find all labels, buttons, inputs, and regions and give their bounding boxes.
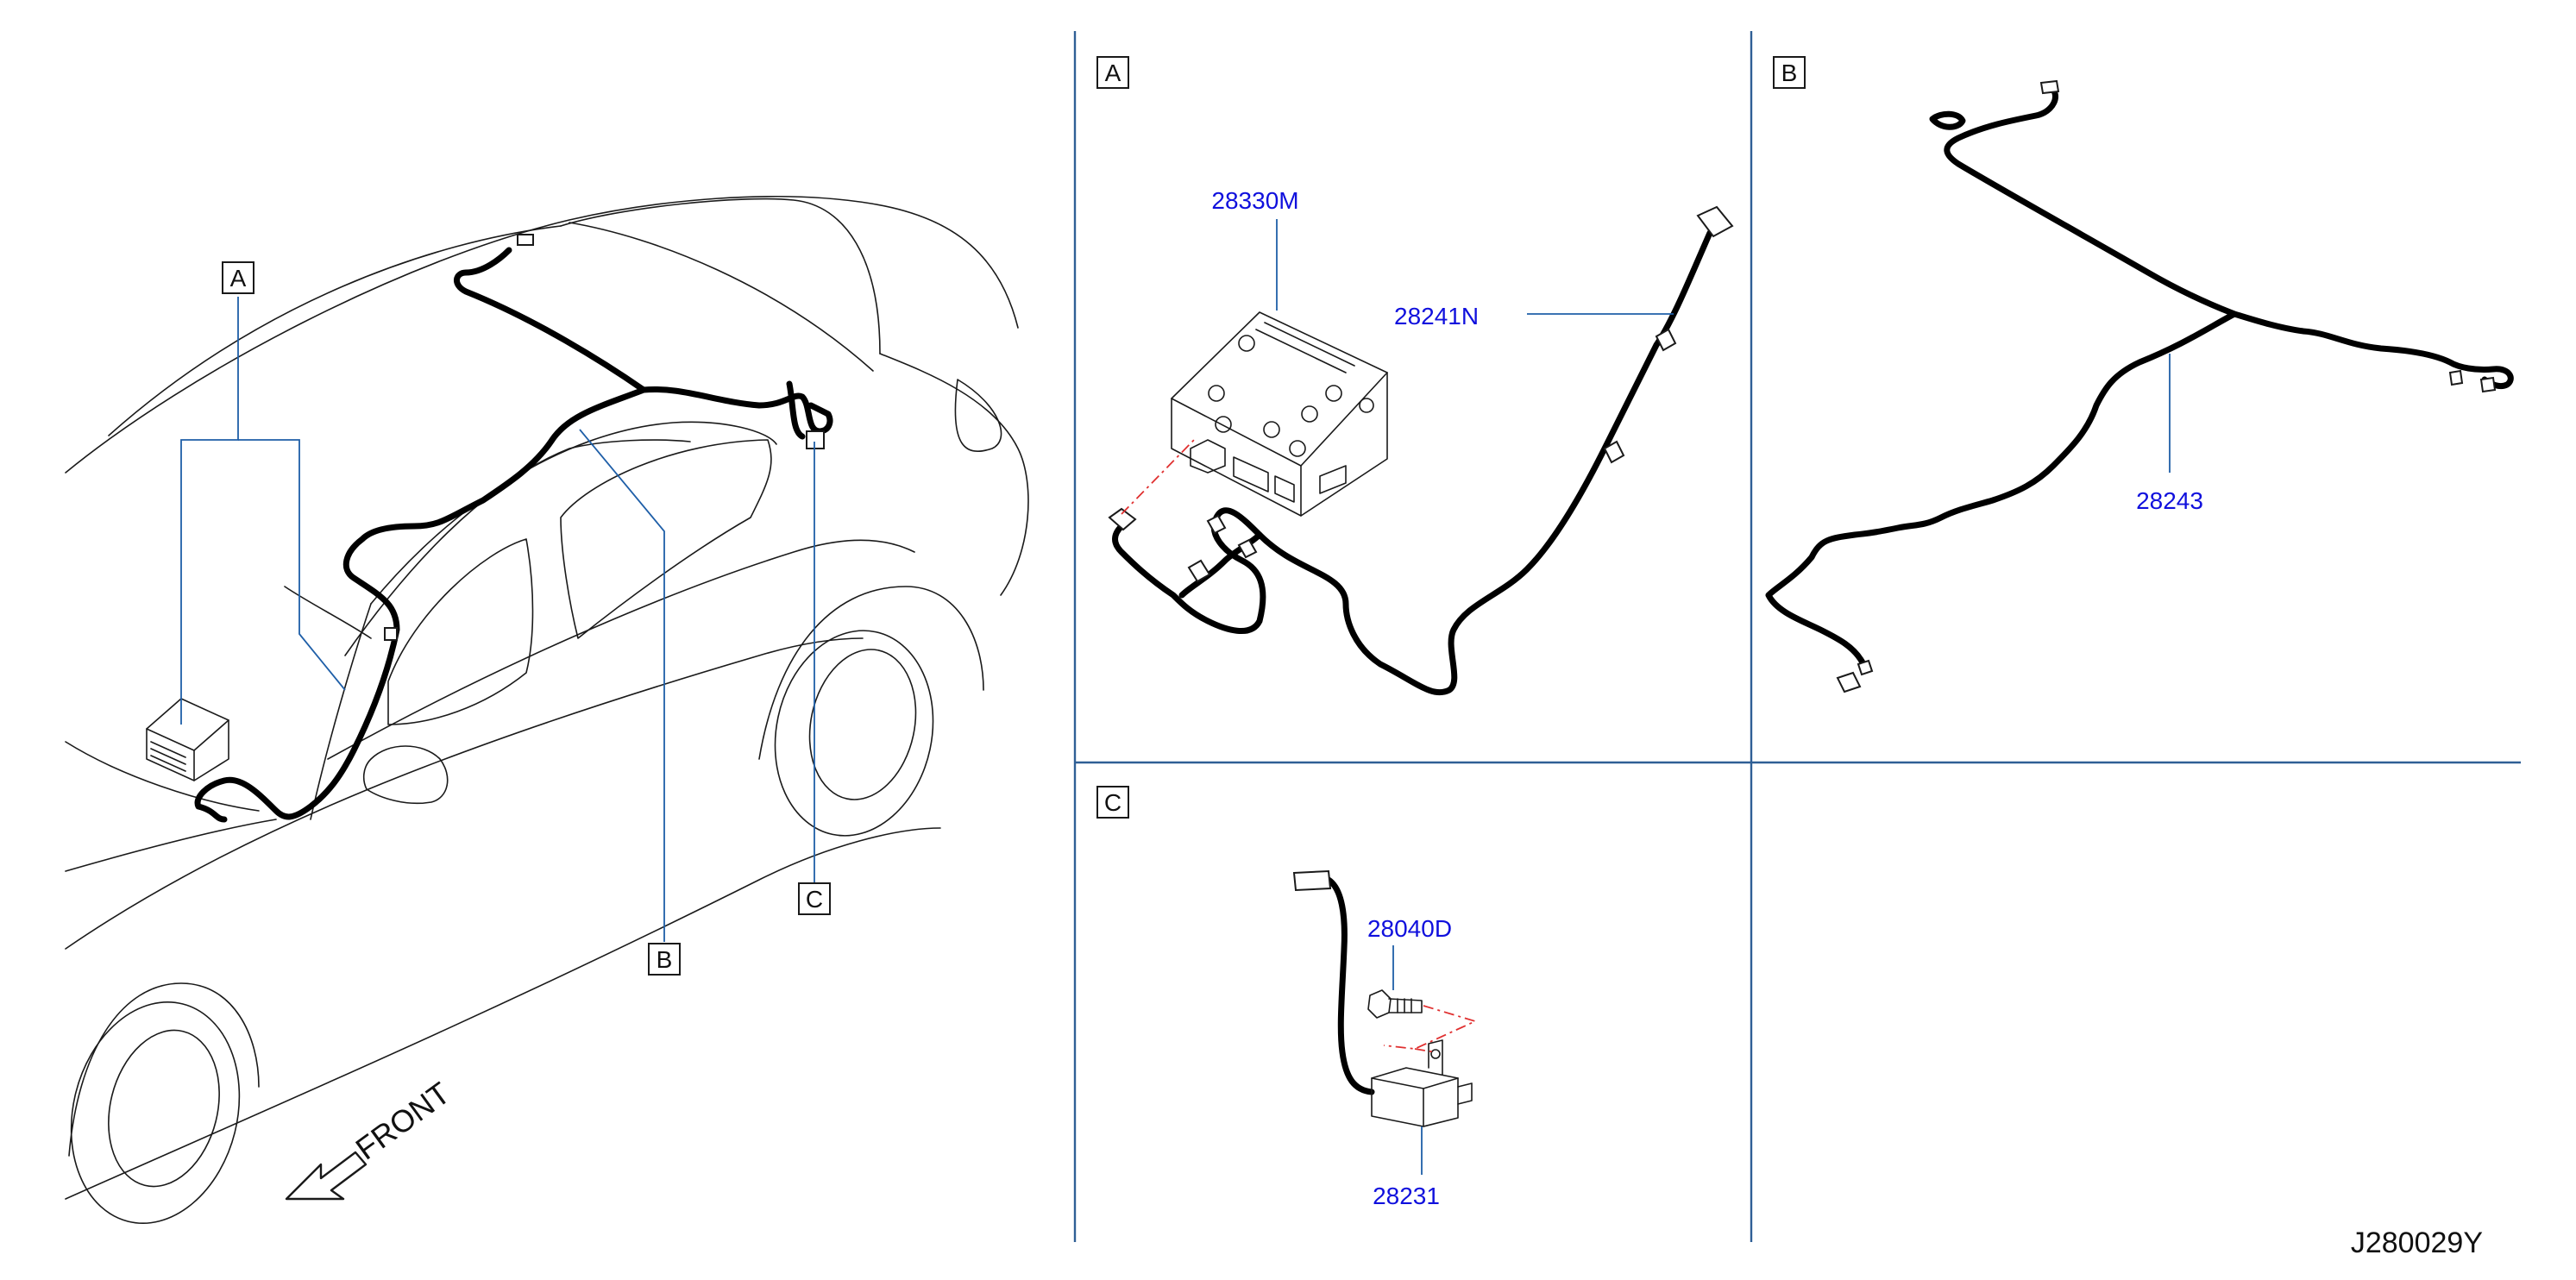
vehicle-outline — [65, 195, 1029, 1225]
part-28040d-label: 28040D — [1367, 915, 1452, 942]
feeder-harness-28243 — [1765, 83, 2514, 668]
overview-callout-a: A — [222, 261, 254, 294]
bolt-28040d — [1367, 989, 1423, 1019]
overview-callout-a-label: A — [230, 265, 247, 292]
overview-callout-b-label: B — [657, 946, 673, 973]
overview-callout-c-label: C — [806, 886, 823, 913]
overview-leaders — [180, 297, 815, 942]
antenna-amp-28231 — [1371, 1039, 1473, 1127]
connector-28243-right-a — [2448, 369, 2464, 386]
mating-line-module — [1121, 437, 1197, 515]
overview-connector-pillar — [384, 627, 398, 641]
panel-c-callout-box — [1096, 786, 1129, 819]
overview-feeder-module — [146, 698, 229, 781]
connector-28243-top — [2039, 79, 2060, 95]
front-direction-indicator: FRONT — [285, 1075, 456, 1201]
panel-a-callout-box — [1096, 56, 1129, 89]
panel-c-callout-label: C — [1104, 789, 1122, 816]
part-28330m-label: 28330M — [1211, 187, 1298, 214]
connector-module-end — [1108, 507, 1137, 531]
overview-connector-roof — [517, 234, 534, 246]
part-28231-label: 28231 — [1373, 1183, 1440, 1209]
panel-b: B 28243 — [1765, 56, 2514, 693]
feeder-module-28330m — [1171, 311, 1388, 517]
overview-connector-c — [806, 430, 825, 449]
part-28243-label: 28243 — [2136, 487, 2203, 514]
mating-line-bolt — [1383, 1005, 1478, 1050]
front-arrow-icon — [285, 1151, 368, 1201]
overview-callout-c: C — [798, 882, 831, 915]
overview-callout-b: B — [648, 943, 681, 976]
connector-28241n-end — [1696, 205, 1734, 238]
vehicle-harness-route — [194, 234, 833, 823]
diagram-code: J280029Y — [2351, 1227, 2483, 1259]
panel-b-callout-box — [1773, 56, 1806, 89]
feeder-harness-28241n — [1112, 229, 1713, 696]
panel-b-callout-label: B — [1781, 60, 1798, 86]
panel-dividers — [1073, 31, 2521, 1242]
panel-a: A — [1096, 56, 1734, 696]
connector-28243-right-b — [2479, 376, 2497, 393]
connector-antenna-harness — [1292, 869, 1332, 892]
antenna-amp-harness — [1325, 876, 1375, 1095]
connector-28243-bottom — [1836, 671, 1862, 693]
panel-c: C 28040D 28231 — [1096, 786, 1478, 1209]
front-label: FRONT — [349, 1075, 456, 1166]
part-28241n-label: 28241N — [1394, 303, 1479, 329]
panel-a-callout-label: A — [1105, 60, 1122, 86]
